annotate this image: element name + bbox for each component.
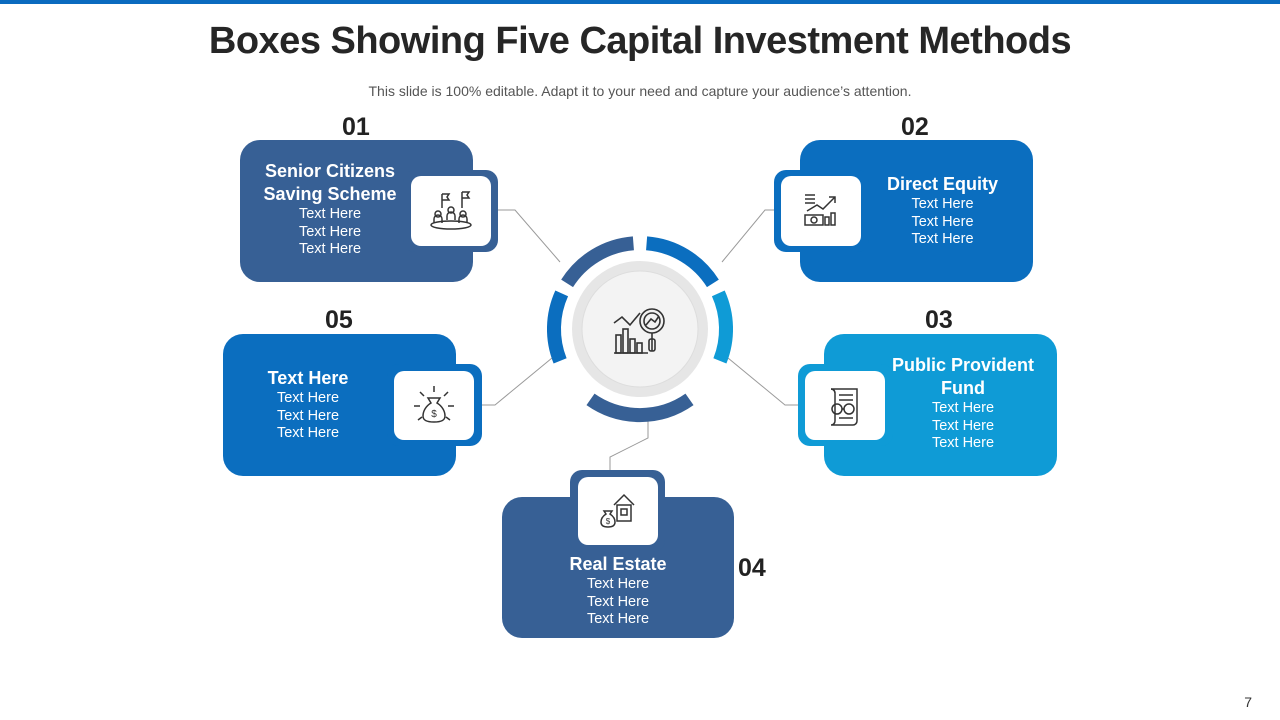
item-05-line-2: Text Here <box>276 407 340 424</box>
ring-segment-top-left <box>561 236 635 288</box>
connector-05 <box>482 357 553 406</box>
item-05-line-1: Text Here <box>276 390 340 406</box>
icon-card-04: $ <box>578 477 658 545</box>
icon-card-01 <box>411 176 491 246</box>
item-03-line-1: Text Here <box>931 400 995 416</box>
icon-card-02 <box>781 176 861 246</box>
growth-money-icon <box>804 194 836 226</box>
item-03-line-2: Text Here <box>931 417 995 434</box>
item-02-line-2: Text Here <box>911 213 974 230</box>
icon-card-05: $ <box>394 371 474 440</box>
item-02-line-3: Text Here <box>911 231 974 247</box>
icon-card-03 <box>805 371 885 440</box>
item-01-line-2: Text Here <box>298 223 362 240</box>
ring-segment-right <box>711 290 734 364</box>
page-number: 7 <box>1244 694 1252 710</box>
number-02: 02 <box>901 113 929 141</box>
svg-text:$: $ <box>431 409 437 420</box>
slide-subtitle: This slide is 100% editable. Adapt it to… <box>368 83 912 99</box>
top-accent-bar <box>0 0 1280 4</box>
certificate-icon <box>830 387 858 426</box>
item-04-line-2: Text Here <box>586 593 650 610</box>
item-01-heading: Senior Citizens Saving Scheme <box>263 161 397 204</box>
chart-magnifier-icon <box>613 308 665 354</box>
box-public-provident-fund: Public Provident Fund Text Here Text Her… <box>824 334 1057 476</box>
item-03-line-3: Text Here <box>931 435 995 451</box>
house-money-icon: $ <box>600 493 635 528</box>
center-ring <box>546 236 734 423</box>
item-04-line-3: Text Here <box>586 611 650 627</box>
connector-01 <box>498 209 561 263</box>
item-04-heading: Real Estate <box>569 554 667 574</box>
item-02-heading: Direct Equity <box>886 174 999 194</box>
connector-04 <box>609 417 649 470</box>
ring-segment-bottom <box>586 393 694 423</box>
money-bag-icon: $ <box>414 385 454 423</box>
item-05-heading: Text Here <box>267 368 349 388</box>
slide-title: Boxes Showing Five Capital Investment Me… <box>208 20 1072 62</box>
connector-03 <box>727 357 798 406</box>
ring-segment-top-right <box>645 236 719 288</box>
item-02-line-1: Text Here <box>911 196 974 212</box>
team-flags-icon <box>430 191 472 230</box>
item-05-line-3: Text Here <box>276 425 340 441</box>
ring-segment-left <box>546 290 569 364</box>
number-05: 05 <box>325 306 353 334</box>
box-real-estate: Real Estate Text Here Text Here Text Her… <box>502 497 734 638</box>
item-01-line-1: Text Here <box>298 206 362 222</box>
item-01-line-3: Text Here <box>298 241 362 257</box>
item-03-heading: Public Provident Fund <box>891 355 1035 398</box>
number-01: 01 <box>342 113 370 141</box>
number-04: 04 <box>738 554 766 582</box>
item-04-line-1: Text Here <box>586 576 650 592</box>
svg-text:$: $ <box>606 517 611 526</box>
number-03: 03 <box>925 306 953 334</box>
connector-02 <box>721 209 775 263</box>
